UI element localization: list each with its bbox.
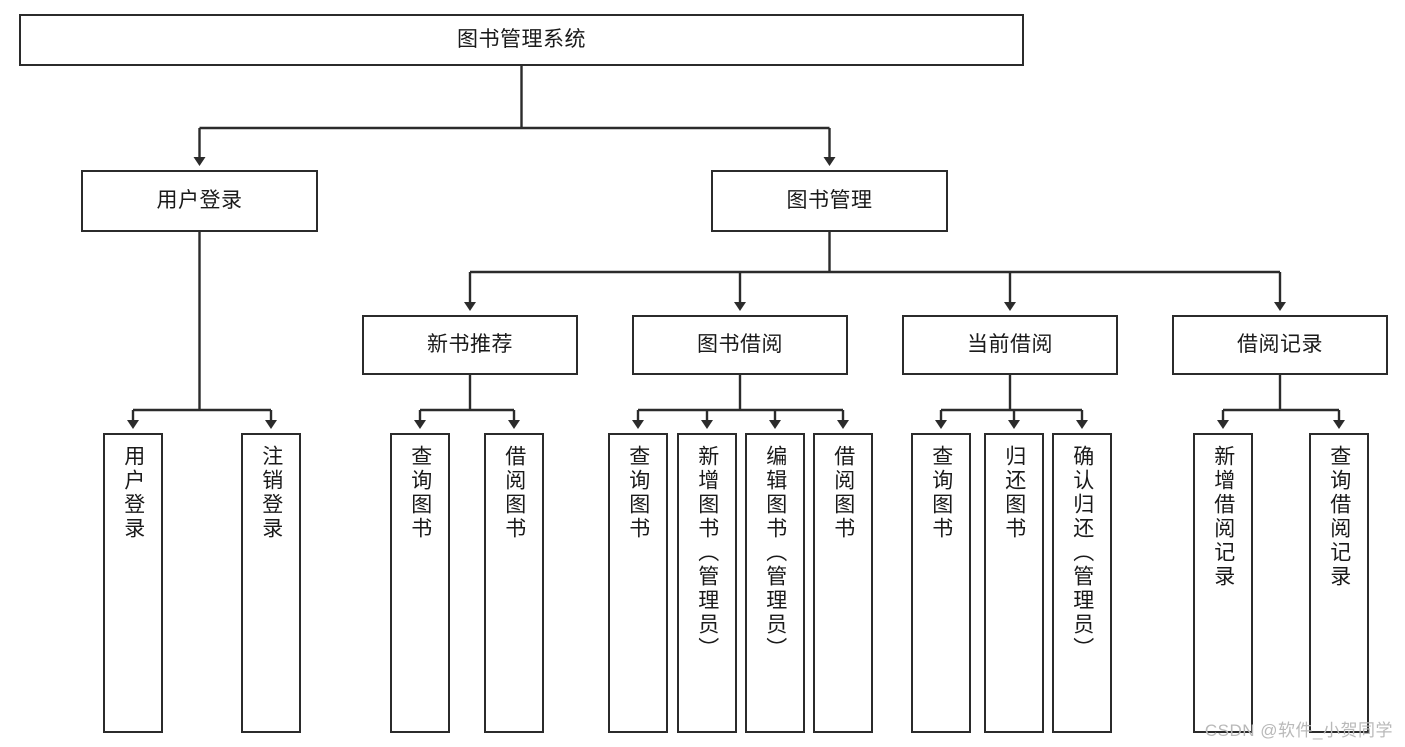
node-user-login[interactable]: 用户登录 bbox=[81, 170, 318, 232]
node-label: 归还图书 bbox=[1002, 445, 1026, 541]
node-label: 查询图书 bbox=[626, 445, 650, 541]
node-current-borrow[interactable]: 当前借阅 bbox=[902, 315, 1118, 375]
node-leaf-return-book[interactable]: 归还图书 bbox=[984, 433, 1044, 733]
node-borrow-record[interactable]: 借阅记录 bbox=[1172, 315, 1388, 375]
node-label: 借阅记录 bbox=[1237, 332, 1323, 356]
node-leaf-edit-book[interactable]: 编辑图书（管理员） bbox=[745, 433, 805, 733]
node-label: 新增图书（管理员） bbox=[695, 445, 719, 661]
node-label: 确认归还（管理员） bbox=[1070, 445, 1094, 661]
node-book-borrow[interactable]: 图书借阅 bbox=[632, 315, 848, 375]
node-new-book-recommend[interactable]: 新书推荐 bbox=[362, 315, 578, 375]
node-leaf-confirm-return[interactable]: 确认归还（管理员） bbox=[1052, 433, 1112, 733]
node-label: 注销登录 bbox=[259, 445, 283, 541]
node-label: 图书借阅 bbox=[697, 332, 783, 356]
node-root[interactable]: 图书管理系统 bbox=[19, 14, 1024, 66]
node-label: 借阅图书 bbox=[502, 445, 526, 541]
node-leaf-query-book-1[interactable]: 查询图书 bbox=[390, 433, 450, 733]
node-leaf-query-book-3[interactable]: 查询图书 bbox=[911, 433, 971, 733]
node-leaf-query-book-2[interactable]: 查询图书 bbox=[608, 433, 668, 733]
node-leaf-add-book[interactable]: 新增图书（管理员） bbox=[677, 433, 737, 733]
node-label: 新增借阅记录 bbox=[1211, 445, 1235, 589]
node-book-manage[interactable]: 图书管理 bbox=[711, 170, 948, 232]
node-label: 图书管理 bbox=[786, 188, 873, 212]
csdn-watermark: CSDN @软件_小贺同学 bbox=[1204, 721, 1393, 740]
node-label: 图书管理系统 bbox=[457, 27, 586, 51]
node-label: 查询借阅记录 bbox=[1327, 445, 1351, 589]
node-leaf-borrow-book-1[interactable]: 借阅图书 bbox=[484, 433, 544, 733]
node-leaf-add-record[interactable]: 新增借阅记录 bbox=[1193, 433, 1253, 733]
node-label: 用户登录 bbox=[156, 188, 243, 212]
node-label: 编辑图书（管理员） bbox=[763, 445, 787, 661]
node-label: 当前借阅 bbox=[967, 332, 1053, 356]
node-label: 新书推荐 bbox=[427, 332, 513, 356]
node-label: 借阅图书 bbox=[831, 445, 855, 541]
node-leaf-borrow-book-2[interactable]: 借阅图书 bbox=[813, 433, 873, 733]
node-label: 用户登录 bbox=[121, 445, 145, 541]
node-leaf-logout[interactable]: 注销登录 bbox=[241, 433, 301, 733]
node-leaf-user-login[interactable]: 用户登录 bbox=[103, 433, 163, 733]
node-label: 查询图书 bbox=[408, 445, 432, 541]
node-leaf-query-record[interactable]: 查询借阅记录 bbox=[1309, 433, 1369, 733]
node-label: 查询图书 bbox=[929, 445, 953, 541]
